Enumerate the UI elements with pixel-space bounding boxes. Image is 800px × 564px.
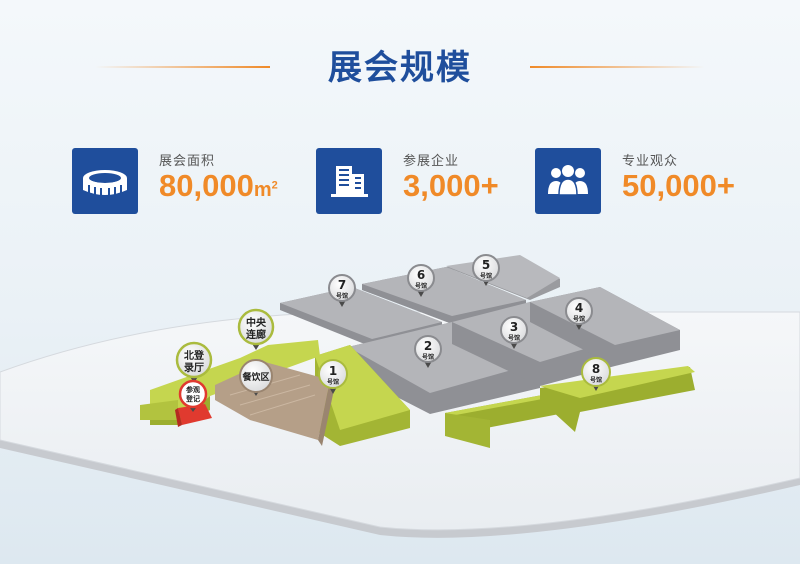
registration-block	[175, 404, 212, 427]
stat-visitors: 专业观众 50,000+	[535, 148, 745, 214]
hall-7-pin[interactable]: 7 号馆	[328, 274, 356, 307]
central-corridor-label-1: 中央	[246, 316, 267, 329]
hall-2-number: 2	[424, 339, 432, 353]
stat-exhibition-area: 展会面积 80,000m2	[72, 148, 282, 214]
hall-3-label: 号馆	[508, 334, 520, 342]
page-title: 展会规模	[328, 48, 472, 88]
hall-5-label: 号馆	[480, 272, 492, 280]
hall-7-label: 号馆	[336, 292, 348, 300]
hall-6-pin[interactable]: 6 号馆	[407, 264, 435, 297]
hall-1-label: 号馆	[327, 378, 339, 386]
central-corridor-label-2: 连廊	[246, 328, 266, 341]
audience-icon	[535, 148, 601, 214]
hall-4-label: 号馆	[573, 315, 585, 323]
hall-5-pin[interactable]: 5 号馆	[472, 254, 500, 286]
hall-8-number: 8	[592, 362, 600, 376]
building-icon	[316, 148, 382, 214]
hall-6-number: 6	[417, 268, 425, 282]
hall-3-pin[interactable]: 3 号馆	[500, 316, 528, 349]
stadium-icon	[72, 148, 138, 214]
hall-5-number: 5	[482, 258, 490, 272]
hall-2-label: 号馆	[422, 353, 434, 361]
stat-exhibitors: 参展企业 3,000+	[316, 148, 506, 214]
title-divider-left	[95, 66, 270, 68]
stat-value: 3,000+	[403, 168, 499, 203]
registration-label-1: 参观	[186, 385, 200, 394]
hall-4-pin[interactable]: 4 号馆	[565, 297, 593, 330]
hall-4-number: 4	[575, 301, 583, 315]
hall-1-number: 1	[329, 364, 337, 378]
north-lobby-label-1: 北登	[184, 349, 205, 362]
stat-value: 50,000+	[622, 168, 735, 203]
hall-7-number: 7	[338, 278, 346, 292]
stat-label: 参展企业	[403, 154, 460, 169]
venue-floor-plan: 7 号馆 6 号馆 5 号馆 4 号馆 3 号馆 2 号馆 1 号馆	[0, 254, 800, 538]
hall-8-label: 号馆	[590, 376, 602, 384]
title-divider-right	[530, 66, 705, 68]
stat-label: 展会面积	[159, 154, 216, 169]
stat-value: 80,000m2	[159, 168, 278, 203]
hall-2-pin[interactable]: 2 号馆	[414, 335, 442, 368]
north-lobby-label-2: 录厅	[184, 362, 204, 374]
stat-label: 专业观众	[622, 154, 679, 169]
registration-label-2: 登记	[185, 394, 200, 403]
hall-6-label: 号馆	[415, 282, 427, 290]
dining-label: 餐饮区	[241, 371, 269, 383]
north-lobby-pin[interactable]: 北登 录厅	[175, 341, 213, 383]
dining-pin[interactable]: 餐饮区	[239, 359, 273, 396]
hall-3-number: 3	[510, 320, 518, 334]
central-corridor-pin[interactable]: 中央 连廊	[237, 308, 275, 350]
hall-8-pin[interactable]: 8 号馆	[581, 357, 611, 391]
registration-pin[interactable]: 参观 登记	[178, 379, 208, 412]
hall-1-pin[interactable]: 1 号馆	[318, 359, 348, 394]
